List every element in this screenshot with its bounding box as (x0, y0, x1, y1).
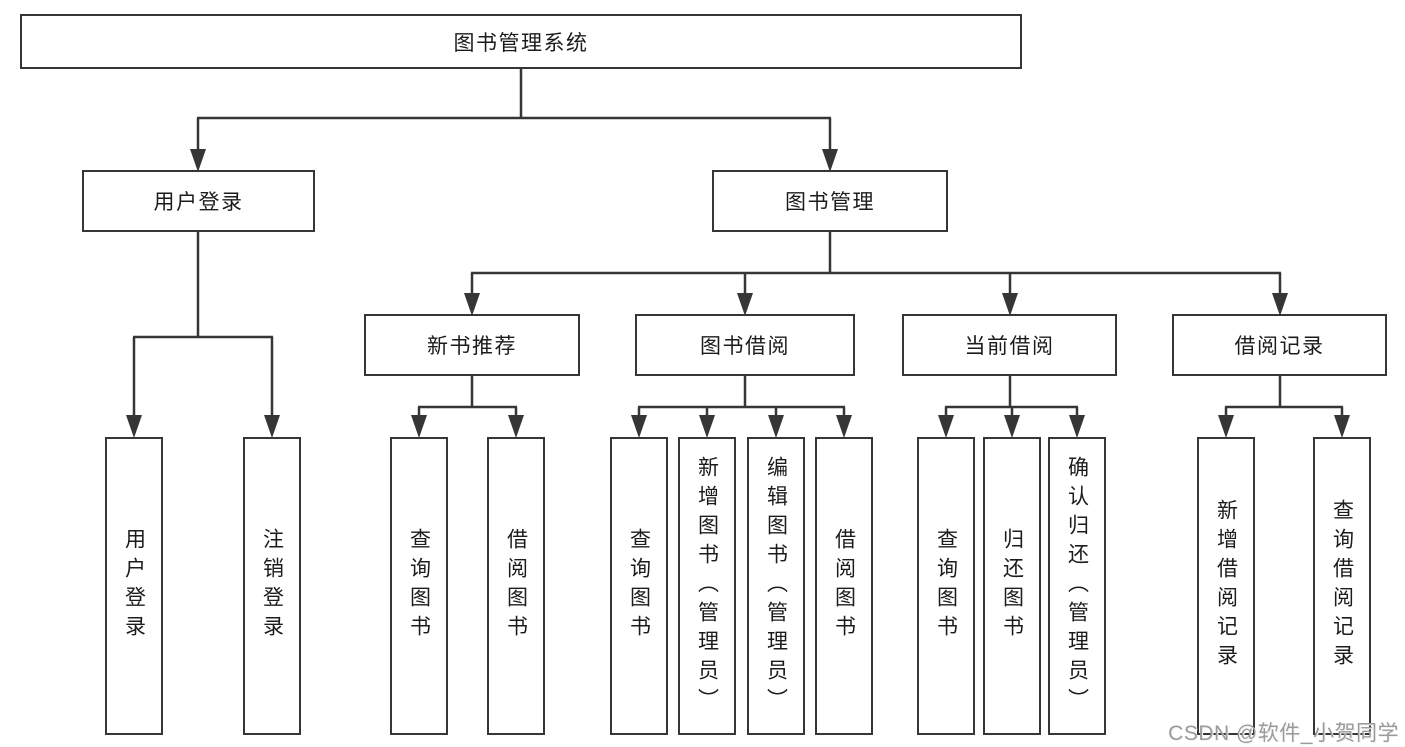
wire-book-borrow (637, 376, 846, 417)
leaf-bb-query-book: 查询图书 (610, 437, 668, 735)
leaf-bb-edit-book-admin: 编辑图书（管理员） (747, 437, 805, 735)
leaf-nbr-borrow-book-label: 借阅图书 (504, 528, 528, 644)
wire-root (196, 69, 832, 152)
leaf-nbr-borrow-book: 借阅图书 (487, 437, 545, 735)
leaf-cb-query-book: 查询图书 (917, 437, 975, 735)
leaf-cb-confirm-return-admin-label: 确认归还（管理员） (1065, 455, 1089, 717)
leaf-bb-borrow-book: 借阅图书 (815, 437, 873, 735)
leaf-cb-confirm-return-admin: 确认归还（管理员） (1048, 437, 1106, 735)
leaf-bb-edit-book-admin-label: 编辑图书（管理员） (764, 455, 788, 717)
node-book-management: 图书管理 (712, 170, 948, 232)
wire-current-borrow (944, 376, 1079, 417)
leaf-cb-return-book: 归还图书 (983, 437, 1041, 735)
node-root-library-system: 图书管理系统 (20, 14, 1022, 69)
wire-borrow-records (1224, 376, 1344, 417)
arrowheads (126, 149, 1350, 438)
wire-book-mgmt (470, 232, 1282, 295)
leaf-cb-return-book-label: 归还图书 (1000, 528, 1024, 644)
wire-user-login (132, 232, 274, 417)
leaf-user-login: 用户登录 (105, 437, 163, 735)
leaf-logout-label: 注销登录 (260, 528, 284, 644)
leaf-nbr-query-book: 查询图书 (390, 437, 448, 735)
wire-new-book-rec (417, 376, 518, 417)
leaf-cb-query-book-label: 查询图书 (934, 528, 958, 644)
node-book-borrow: 图书借阅 (635, 314, 855, 376)
csdn-watermark: CSDN @软件_小贺同学 (1168, 722, 1399, 745)
node-new-book-recommend: 新书推荐 (364, 314, 580, 376)
leaf-br-query-record-label: 查询借阅记录 (1330, 499, 1354, 673)
leaf-br-add-record: 新增借阅记录 (1197, 437, 1255, 735)
leaf-user-login-label: 用户登录 (122, 528, 146, 644)
node-borrow-records: 借阅记录 (1172, 314, 1387, 376)
node-user-login: 用户登录 (82, 170, 315, 232)
leaf-nbr-query-book-label: 查询图书 (407, 528, 431, 644)
leaf-bb-query-book-label: 查询图书 (627, 528, 651, 644)
leaf-bb-add-book-admin-label: 新增图书（管理员） (695, 455, 719, 717)
leaf-logout: 注销登录 (243, 437, 301, 735)
leaf-br-query-record: 查询借阅记录 (1313, 437, 1371, 735)
leaf-br-add-record-label: 新增借阅记录 (1214, 499, 1238, 673)
leaf-bb-add-book-admin: 新增图书（管理员） (678, 437, 736, 735)
node-current-borrow: 当前借阅 (902, 314, 1117, 376)
leaf-bb-borrow-book-label: 借阅图书 (832, 528, 856, 644)
